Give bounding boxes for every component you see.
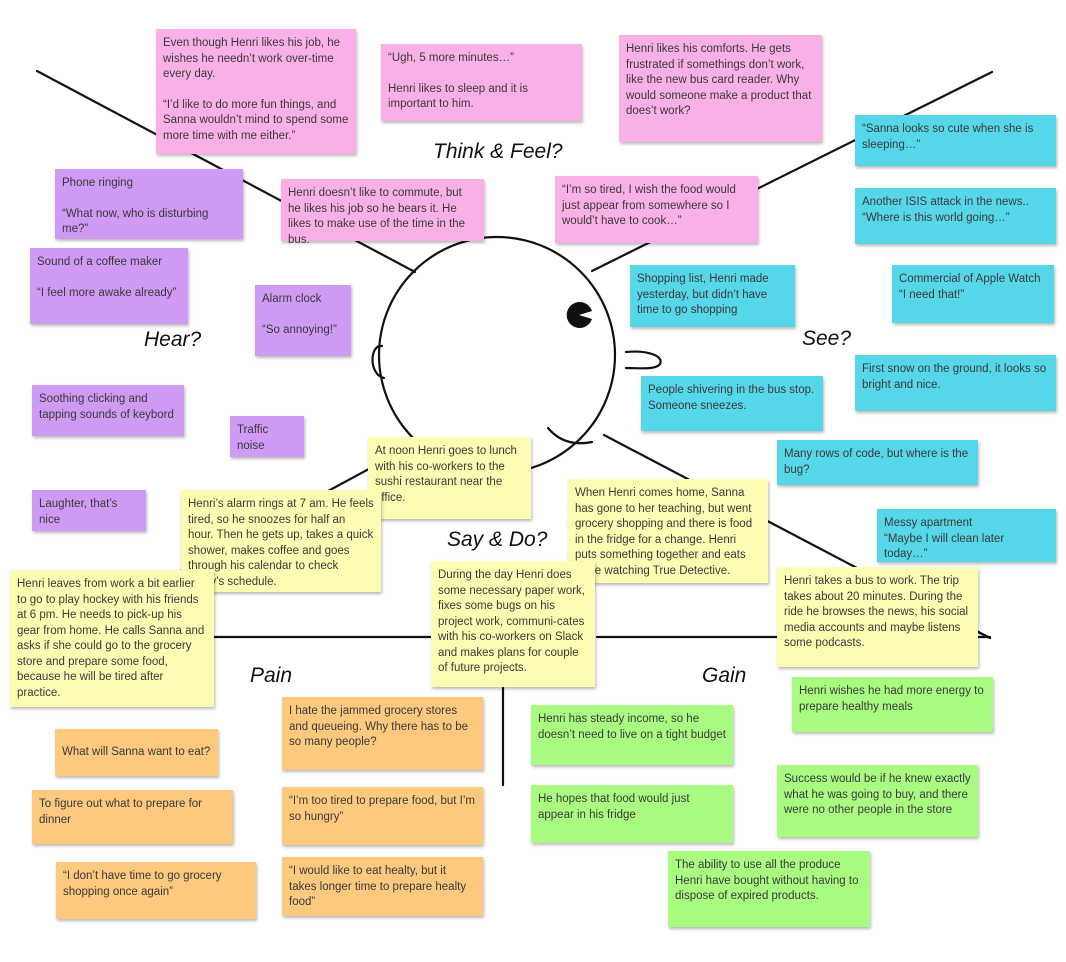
note-say-lunch: At noon Henri goes to lunch with his co-…	[368, 437, 531, 519]
note-text: “What now, who is disturbing me?”	[62, 207, 209, 236]
title-say-do: Say & Do?	[447, 528, 548, 551]
note-text: “I’m so tired, I wish the food would jus…	[562, 184, 736, 227]
note-text: “I’m too tired to prepare food, but I’m …	[289, 795, 476, 823]
note-text: During the day Henri does some necessary…	[438, 569, 586, 674]
note-text: “Where is this world going…”	[862, 211, 1010, 224]
note-pain-hungry: “I’m too tired to prepare food, but I’m …	[282, 787, 483, 845]
note-pain-sanna-eat: What will Sanna want to eat?	[55, 729, 218, 776]
note-text: Commercial of Apple Watch	[899, 273, 1041, 285]
note-text: Henri has steady income, so he doesn’t n…	[538, 713, 726, 741]
note-text: Traffic noise	[237, 424, 269, 452]
note-text: Laughter, that’s nice	[39, 498, 118, 526]
ear-outline	[371, 344, 386, 380]
note-think-overtime: Even though Henri likes his job, he wish…	[156, 29, 356, 154]
note-see-apartment: Messy apartment “Maybe I will clean late…	[877, 509, 1056, 562]
note-think-commute: Henri doesn’t like to commute, but he li…	[281, 179, 484, 246]
note-text: I hate the jammed grocery stores and que…	[289, 705, 469, 748]
note-hear-traffic: Traffic noise	[230, 416, 304, 457]
note-text: Success would be if he knew exactly what…	[784, 773, 971, 816]
note-see-apple: Commercial of Apple Watch “I need that!”	[892, 265, 1054, 323]
note-hear-laughter: Laughter, that’s nice	[32, 490, 146, 531]
note-text: When Henri comes home, Sanna has gone to…	[575, 487, 753, 577]
note-text: The ability to use all the produce Henri…	[675, 859, 859, 902]
note-text: Henri wishes he had more energy to prepa…	[799, 685, 984, 713]
note-think-sleep: “Ugh, 5 more minutes…” Henri likes to sl…	[381, 44, 582, 121]
note-text: “I feel more awake already”	[37, 286, 177, 299]
note-see-snow: First snow on the ground, it looks so br…	[855, 355, 1056, 411]
note-text: “I don’t have time to go grocery shoppin…	[63, 870, 222, 898]
note-text: Shopping list, Henri made yesterday, but…	[637, 273, 769, 316]
note-text: “I need that!”	[899, 288, 965, 301]
note-text: “Ugh, 5 more minutes…”	[388, 52, 514, 64]
note-text: Henri leaves from work a bit earlier to …	[17, 578, 205, 699]
note-hear-coffee: Sound of a coffee maker “I feel more awa…	[30, 248, 188, 324]
note-text: Phone ringing	[62, 177, 133, 189]
note-gain-success: Success would be if he knew exactly what…	[777, 765, 978, 837]
title-pain: Pain	[250, 664, 293, 687]
note-pain-queueing: I hate the jammed grocery stores and que…	[282, 697, 483, 770]
title-gain: Gain	[702, 664, 747, 687]
note-think-comforts: Henri likes his comforts. He gets frustr…	[619, 35, 822, 142]
note-see-isis: Another ISIS attack in the news.. “Where…	[855, 188, 1056, 244]
note-pain-dinner: To figure out what to prepare for dinner	[32, 790, 233, 844]
note-text: To figure out what to prepare for dinner	[39, 798, 203, 826]
note-text: Henri likes his comforts. He gets frustr…	[626, 43, 812, 117]
mouth-outline	[546, 426, 594, 445]
note-gain-energy: Henri wishes he had more energy to prepa…	[792, 677, 993, 732]
note-text: He hopes that food would just appear in …	[538, 793, 690, 821]
note-say-workday: During the day Henri does some necessary…	[431, 561, 595, 687]
note-text: First snow on the ground, it looks so br…	[862, 363, 1047, 391]
note-text: “Sanna looks so cute when she is sleepin…	[862, 123, 1034, 151]
note-text: Another ISIS attack in the news..	[862, 196, 1029, 208]
note-text: “So annoying!”	[262, 323, 337, 336]
note-hear-alarm: Alarm clock “So annoying!”	[255, 285, 351, 356]
note-text: People shivering in the bus stop. Someon…	[648, 384, 815, 412]
title-think-feel: Think & Feel?	[433, 140, 563, 163]
eye-icon	[566, 302, 592, 328]
note-see-shivering: People shivering in the bus stop. Someon…	[641, 376, 823, 431]
note-text: Henri doesn’t like to commute, but he li…	[288, 187, 466, 246]
note-text: Messy apartment	[884, 517, 973, 529]
note-text: What will Sanna want to eat?	[62, 746, 211, 758]
note-say-bus: Henri takes a bus to work. The trip take…	[777, 567, 978, 667]
nose-outline	[624, 350, 662, 370]
title-hear: Hear?	[144, 328, 202, 351]
note-text: Soothing clicking and tapping sounds of …	[39, 393, 174, 421]
note-think-tired-food: “I’m so tired, I wish the food would jus…	[555, 176, 758, 243]
note-see-code: Many rows of code, but where is the bug?	[777, 440, 978, 485]
note-gain-fridge: He hopes that food would just appear in …	[531, 785, 733, 843]
note-see-sanna: “Sanna looks so cute when she is sleepin…	[855, 115, 1056, 166]
note-hear-keyboard: Soothing clicking and tapping sounds of …	[32, 385, 184, 436]
note-text: “I’d like to do more fun things, and San…	[163, 98, 349, 142]
note-text: Henri likes to sleep and it is important…	[388, 82, 528, 111]
note-text: Many rows of code, but where is the bug?	[784, 448, 969, 476]
note-gain-produce: The ability to use all the produce Henri…	[668, 851, 870, 927]
note-text: “Maybe I will clean later today…”	[884, 532, 1005, 561]
note-text: Even though Henri likes his job, he wish…	[163, 37, 341, 80]
note-text: At noon Henri goes to lunch with his co-…	[375, 445, 517, 504]
note-say-home: When Henri comes home, Sanna has gone to…	[568, 479, 768, 583]
note-pain-healthy: “I would like to eat healty, but it take…	[282, 857, 483, 916]
note-say-alarm: Henri’s alarm rings at 7 am. He feels ti…	[181, 490, 381, 592]
note-text: Henri’s alarm rings at 7 am. He feels ti…	[188, 498, 374, 588]
note-text: Alarm clock	[262, 293, 322, 305]
note-hear-phone: Phone ringing “What now, who is disturbi…	[55, 169, 243, 239]
note-text: Henri takes a bus to work. The trip take…	[784, 575, 969, 649]
note-pain-no-time: “I don’t have time to go grocery shoppin…	[56, 862, 256, 919]
title-see: See?	[802, 327, 852, 350]
note-gain-income: Henri has steady income, so he doesn’t n…	[531, 705, 733, 765]
note-text: “I would like to eat healty, but it take…	[289, 865, 467, 908]
note-say-hockey: Henri leaves from work a bit earlier to …	[10, 570, 214, 707]
note-see-shopping-list: Shopping list, Henri made yesterday, but…	[630, 265, 795, 327]
note-text: Sound of a coffee maker	[37, 256, 163, 268]
